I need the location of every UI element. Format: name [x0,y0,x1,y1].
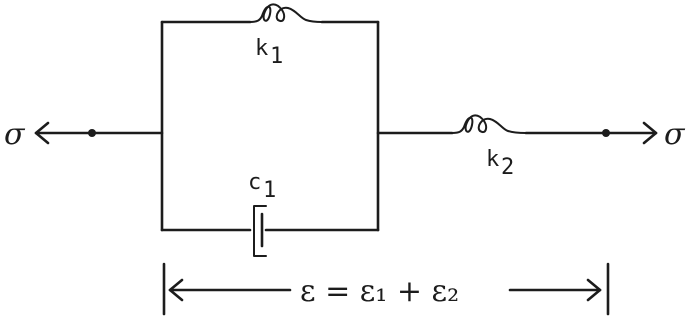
dashpot-c1 [253,205,267,257]
left-arrow [34,121,164,145]
strain-equation: ε = ε₁ + ε₂ [300,274,459,309]
spring-k2 [451,114,527,134]
dashpot-c1-subscript: 1 [263,178,276,203]
spring-k1-subscript: 1 [270,44,283,69]
dashpot-c1-label: c [248,170,261,195]
stress-label-left: σ [4,117,26,152]
parallel-frame [160,20,380,232]
spring-k2-label: k [486,147,499,172]
spring-k2-subscript: 2 [501,155,514,180]
spring-k1-label: k [255,36,268,61]
spring-k1 [249,3,323,23]
strain-dimension-line [162,262,610,316]
right-arrow [524,121,658,145]
stress-label-right: σ [664,117,686,152]
